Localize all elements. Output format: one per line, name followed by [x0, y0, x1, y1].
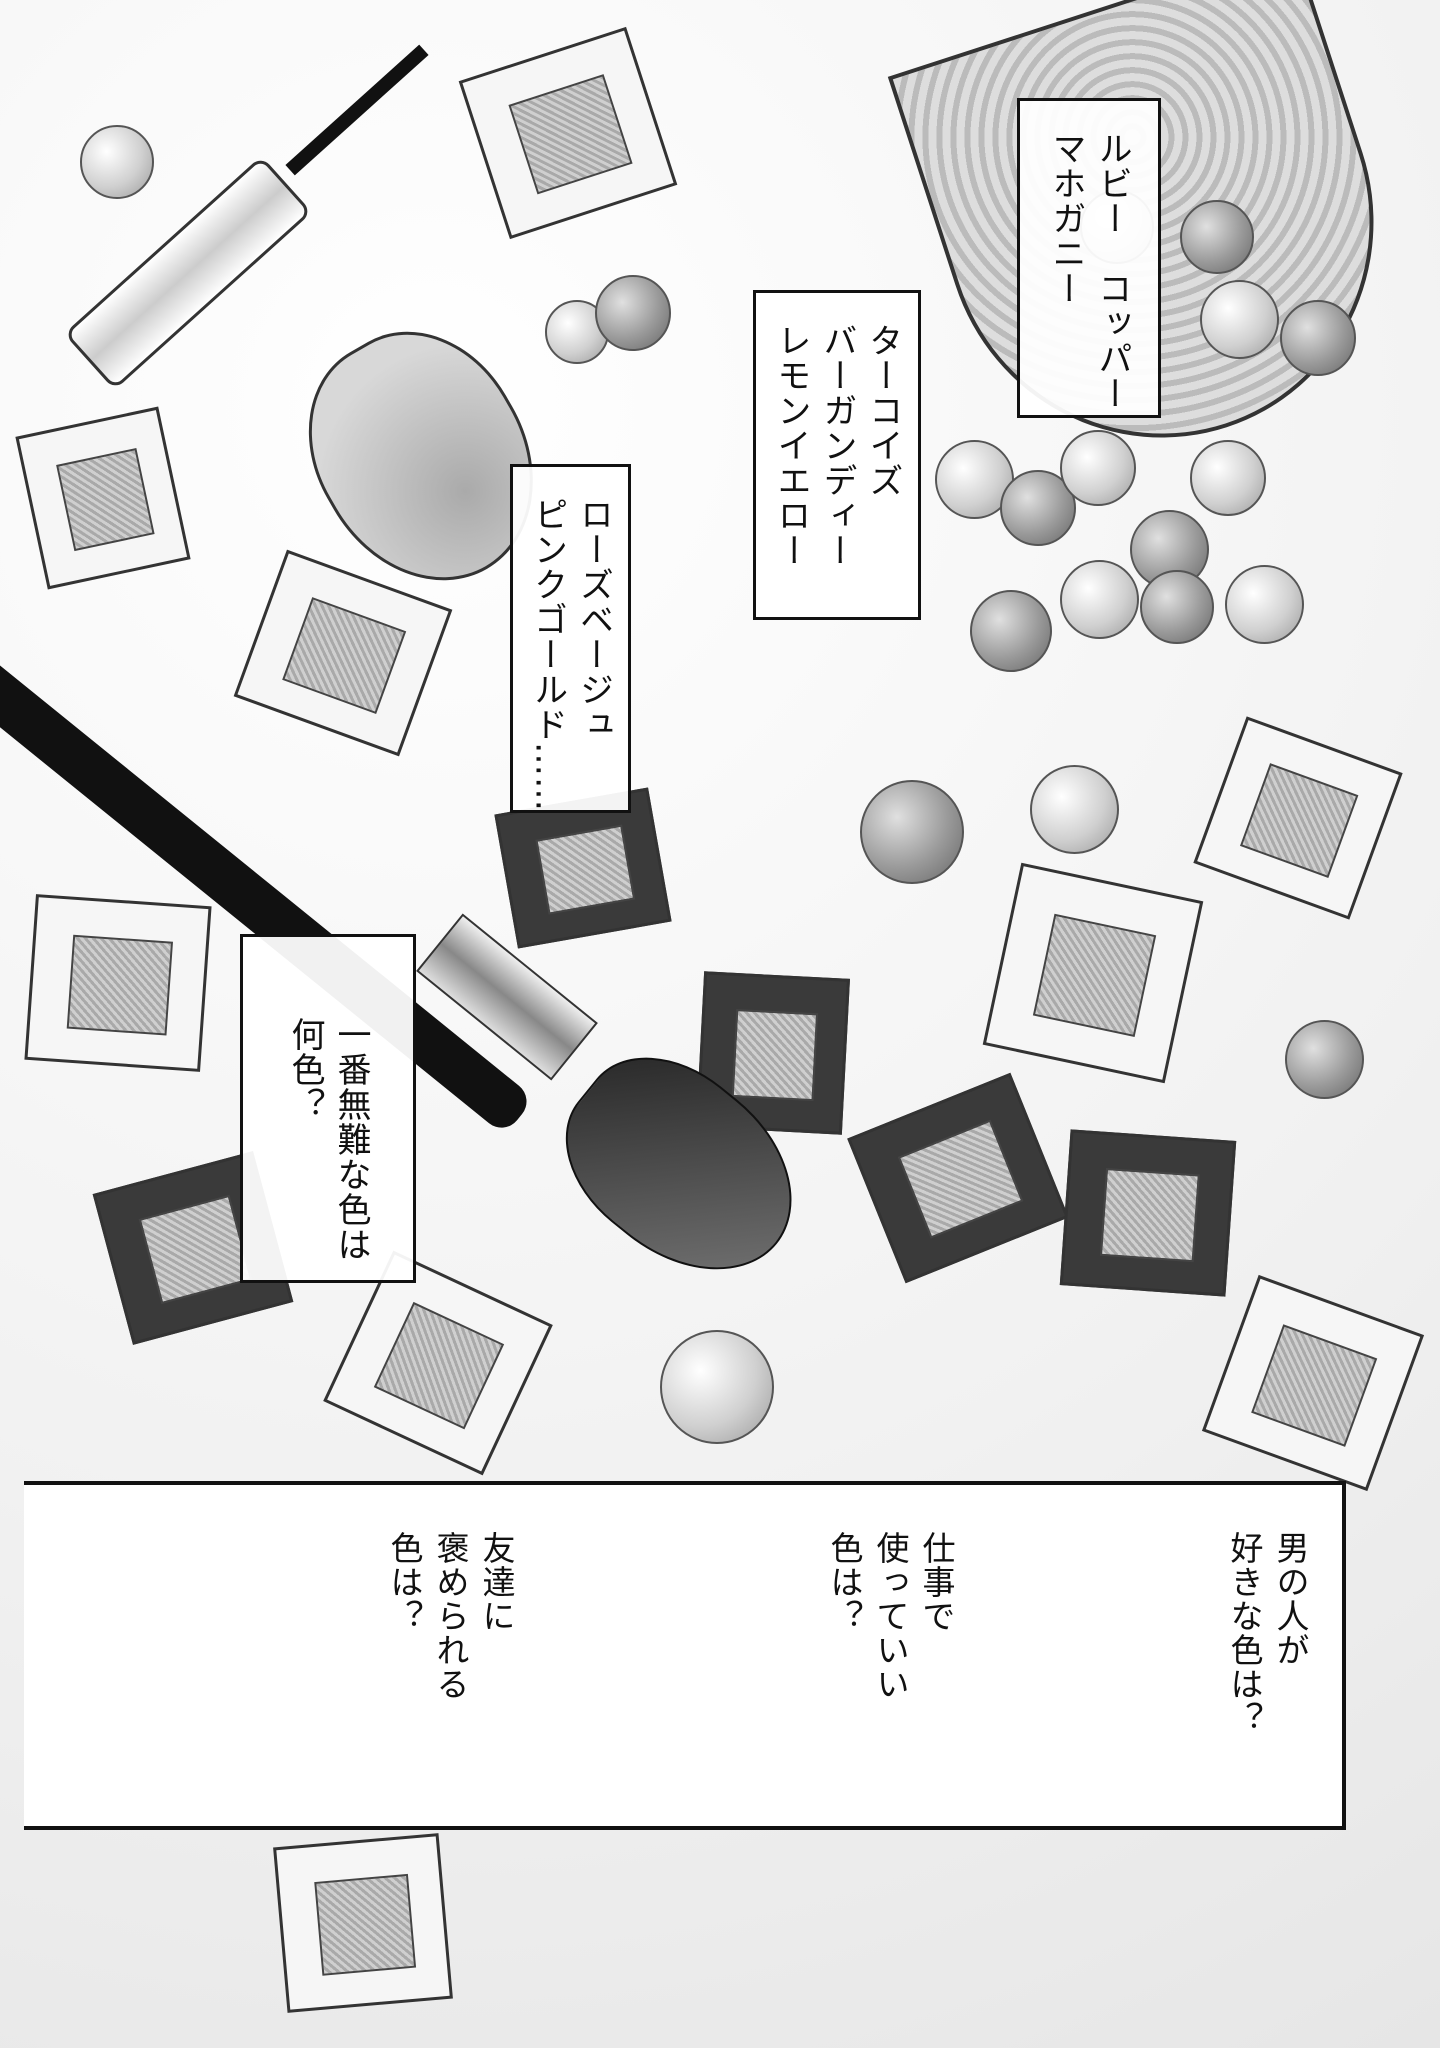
eyeshadow-palette	[323, 1250, 553, 1476]
question-line: 友達に	[477, 1531, 516, 1633]
caption-box-question: 一番無難な色は何色？	[240, 934, 416, 1283]
bead	[1140, 570, 1214, 644]
lip-gloss-wand-illustration	[285, 44, 429, 176]
caption-line: マホガニー	[1046, 131, 1086, 306]
question-work-color: 仕事で使っていい色は？	[729, 1531, 1051, 1701]
caption-line: 何色？	[285, 1017, 325, 1122]
caption-line: ローズベージュ	[573, 497, 614, 742]
caption-text: 一番無難な色は何色？	[190, 1017, 466, 1262]
caption-box-colors-2: ターコイズバーガンディーレモンイエロー	[753, 290, 921, 620]
question-line: 好きな色は？	[1225, 1531, 1264, 1735]
caption-line: ターコイズ	[863, 323, 903, 498]
eyeshadow-palette	[1059, 1129, 1237, 1297]
bead	[970, 590, 1052, 672]
question-line: 使っていい	[871, 1531, 910, 1701]
eyeshadow-palette	[15, 406, 191, 590]
caption-line: バーガンディー	[817, 323, 857, 568]
bead	[660, 1330, 774, 1444]
caption-line: ルビー コッパー	[1092, 131, 1132, 411]
eyeshadow-palette	[458, 26, 678, 240]
question-line: 褒められる	[431, 1531, 470, 1701]
bead	[1200, 280, 1279, 359]
question-men-favorite-color: 男の人が好きな色は？	[1129, 1531, 1405, 1735]
eyeshadow-palette	[1201, 1274, 1425, 1492]
bead	[80, 125, 154, 199]
eyeshadow-palette	[273, 1833, 453, 2013]
bead	[860, 780, 964, 884]
caption-text: ルビー コッパーマホガニー	[951, 131, 1227, 411]
bead	[1030, 765, 1119, 854]
bead	[1060, 560, 1139, 639]
eyeshadow-palette	[982, 862, 1204, 1084]
bead	[595, 275, 671, 351]
question-friends-praise-color: 友達に褒められる色は？	[289, 1531, 611, 1701]
eyeshadow-palette	[847, 1072, 1069, 1284]
eyeshadow-palette	[1193, 716, 1403, 920]
caption-line: レモンイエロー	[771, 323, 811, 568]
bead	[1225, 565, 1304, 644]
bottom-question-panel: 男の人が好きな色は？ 仕事で使っていい色は？ 友達に褒められる色は？	[24, 1481, 1346, 1830]
caption-box-colors-1: ルビー コッパーマホガニー	[1017, 98, 1161, 418]
caption-line: 一番無難な色は	[331, 1017, 371, 1262]
caption-line: ピンクゴールド……	[527, 497, 568, 812]
question-line: 仕事で	[917, 1531, 956, 1633]
eyeshadow-palette	[24, 894, 212, 1072]
bead	[1280, 300, 1356, 376]
bead	[1180, 200, 1254, 274]
eyeshadow-palette	[233, 549, 453, 757]
caption-text: ターコイズバーガンディーレモンイエロー	[676, 323, 998, 568]
question-line: 男の人が	[1271, 1531, 1310, 1667]
caption-text: ローズベージュピンクゴールド……	[433, 497, 709, 812]
question-line: 色は？	[825, 1531, 864, 1633]
bead	[1060, 430, 1136, 506]
bead	[1285, 1020, 1364, 1099]
caption-box-colors-3: ローズベージュピンクゴールド……	[510, 464, 631, 813]
bead	[1190, 440, 1266, 516]
question-line: 色は？	[385, 1531, 424, 1633]
